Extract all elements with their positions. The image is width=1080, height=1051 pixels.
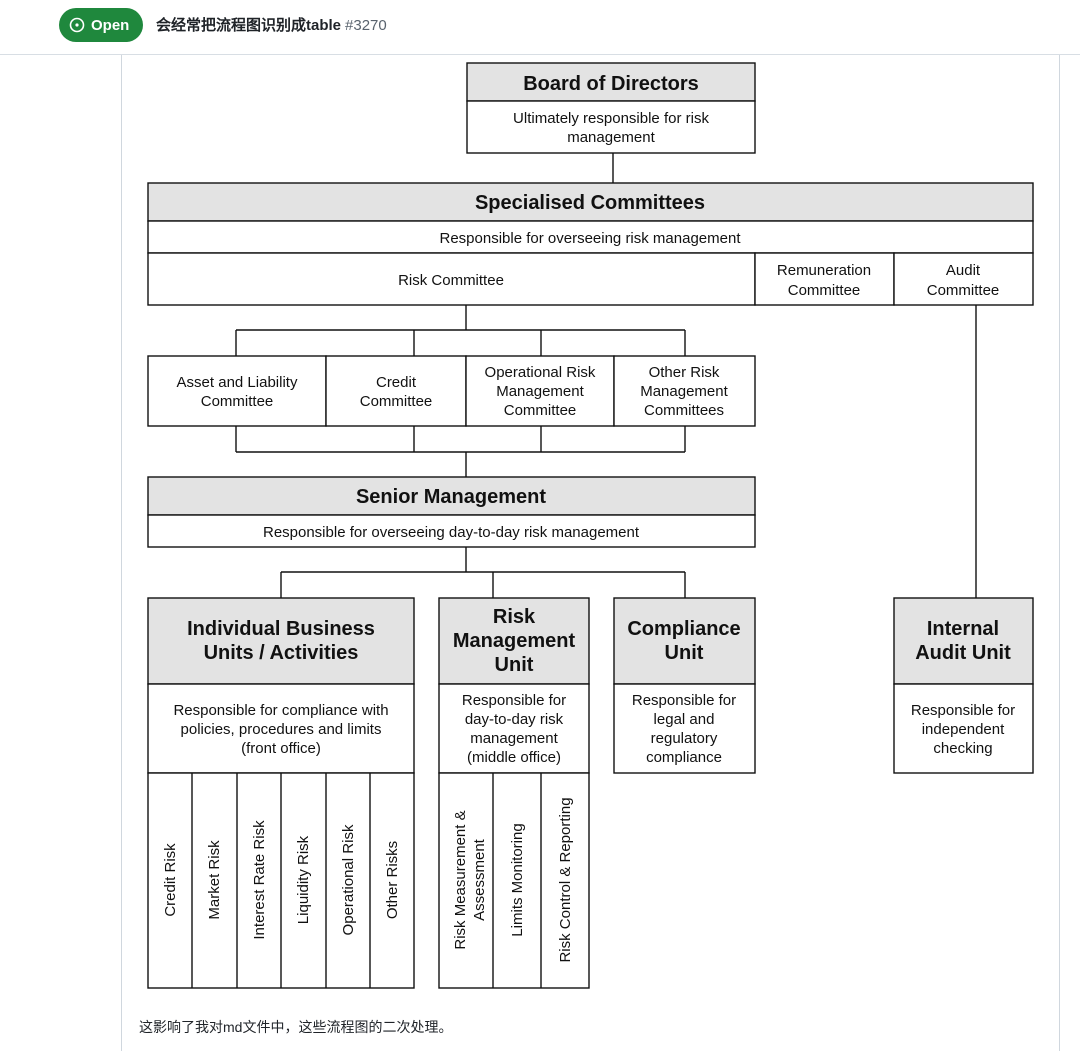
business-desc-3: (front office) [241, 740, 321, 757]
col-credit-risk: Credit Risk [162, 843, 179, 917]
rmu-desc-4: (middle office) [467, 749, 561, 766]
business-desc-2: policies, procedures and limits [181, 721, 382, 738]
issue-state-badge[interactable]: Open [59, 8, 144, 42]
committees-title: Specialised Committees [475, 192, 705, 214]
compliance-desc-3: regulatory [651, 730, 718, 747]
senior-desc: Responsible for overseeing day-to-day ri… [263, 524, 640, 541]
other-committees-line3: Committees [644, 402, 724, 419]
specialised-committees-box: Specialised Committees Responsible for o… [147, 182, 1034, 306]
board-desc-1: Ultimately responsible for risk [513, 110, 709, 127]
col-risk-measurement-1: Risk Measurement & [452, 810, 469, 949]
board-of-directors-box: Board of Directors Ultimately responsibl… [466, 62, 756, 154]
board-title: Board of Directors [523, 73, 699, 95]
audit-unit-title-2: Audit Unit [915, 642, 1011, 664]
alco-line2: Committee [201, 393, 274, 410]
audit-unit-title-1: Internal [927, 618, 999, 640]
comment-text: 这影响了我对md文件中，这些流程图的二次处理。 [139, 1019, 453, 1035]
board-desc-2: management [567, 129, 655, 146]
committees-desc: Responsible for overseeing risk manageme… [440, 230, 742, 247]
col-risk-measurement-2: Assessment [471, 838, 488, 921]
issue-header: Open 会经常把流程图识别成table#3270 [0, 0, 1080, 55]
business-title-1: Individual Business [187, 618, 375, 640]
audit-unit-desc-2: independent [922, 721, 1005, 738]
compliance-unit-box: Compliance Unit Responsible for legal an… [613, 597, 756, 774]
senior-management-box: Senior Management Responsible for overse… [147, 476, 756, 548]
compliance-desc-4: compliance [646, 749, 722, 766]
audit-committee-line2: Committee [927, 282, 1000, 299]
oprisk-committee-line2: Management [496, 383, 584, 400]
remuneration-committee-line1: Remuneration [777, 262, 871, 279]
audit-committee-line1: Audit [946, 262, 981, 279]
risk-management-unit-box: Risk Management Unit Responsible for day… [438, 597, 590, 989]
compliance-desc-2: legal and [654, 711, 715, 728]
oprisk-committee-line1: Operational Risk [485, 364, 596, 381]
risk-committee-label: Risk Committee [398, 272, 504, 289]
compliance-title-1: Compliance [627, 618, 740, 640]
issue-open-icon [69, 17, 85, 33]
rmu-desc-2: day-to-day risk [465, 711, 564, 728]
remuneration-committee-line2: Committee [788, 282, 861, 299]
col-risk-control-reporting: Risk Control & Reporting [557, 797, 574, 962]
issue-state-label: Open [91, 16, 130, 34]
org-chart-diagram: Board of Directors Ultimately responsibl… [147, 62, 1034, 989]
compliance-title-2: Unit [665, 642, 704, 664]
issue-body [121, 55, 1060, 1051]
col-market-risk: Market Risk [206, 840, 223, 920]
sub-committees-row: Asset and Liability Committee Credit Com… [147, 355, 756, 427]
alco-line1: Asset and Liability [177, 374, 298, 391]
col-operational-risk: Operational Risk [340, 824, 357, 935]
col-interest-rate-risk: Interest Rate Risk [251, 820, 268, 940]
business-desc-1: Responsible for compliance with [173, 702, 388, 719]
business-title-2: Units / Activities [204, 642, 359, 664]
credit-committee-line2: Committee [360, 393, 433, 410]
issue-number: #3270 [345, 17, 387, 34]
issue-title[interactable]: 会经常把流程图识别成table#3270 [156, 14, 387, 35]
rmu-desc-1: Responsible for [462, 692, 566, 709]
compliance-desc-1: Responsible for [632, 692, 736, 709]
audit-unit-desc-1: Responsible for [911, 702, 1015, 719]
issue-title-text: 会经常把流程图识别成table [156, 17, 342, 34]
rmu-title-2: Management [453, 630, 576, 652]
rmu-title-3: Unit [495, 654, 534, 676]
business-units-box: Individual Business Units / Activities R… [147, 597, 415, 989]
senior-title: Senior Management [356, 486, 546, 508]
credit-committee-line1: Credit [376, 374, 417, 391]
oprisk-committee-line3: Committee [504, 402, 577, 419]
col-liquidity-risk: Liquidity Risk [295, 835, 312, 924]
rmu-title-1: Risk [493, 606, 536, 628]
col-other-risks: Other Risks [384, 841, 401, 919]
rmu-desc-3: management [470, 730, 558, 747]
audit-unit-desc-3: checking [933, 740, 992, 757]
other-committees-line2: Management [640, 383, 728, 400]
col-limits-monitoring: Limits Monitoring [509, 823, 526, 936]
other-committees-line1: Other Risk [649, 364, 720, 381]
internal-audit-unit-box: Internal Audit Unit Responsible for inde… [893, 597, 1034, 774]
